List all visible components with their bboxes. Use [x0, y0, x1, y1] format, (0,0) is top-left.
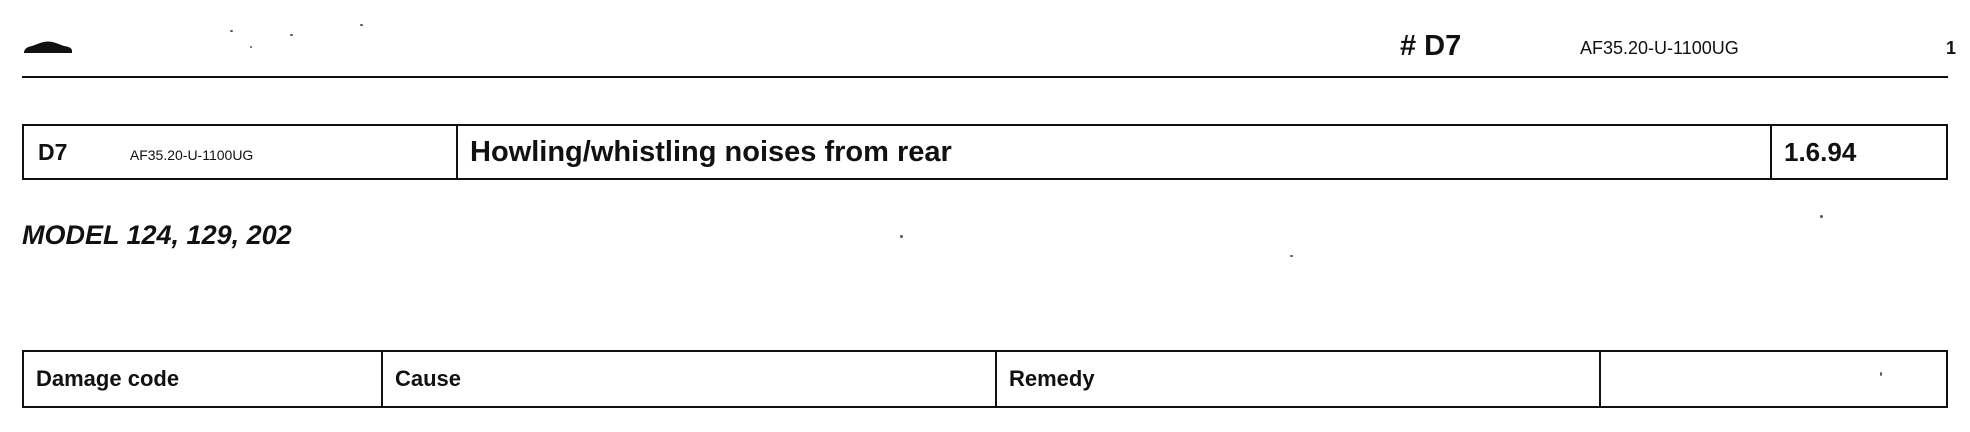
scan-speck — [1880, 372, 1882, 376]
header-divider — [22, 76, 1948, 78]
title-reference: AF35.20-U-1100UG — [129, 146, 254, 163]
scan-speck — [1820, 215, 1823, 218]
document-code: # D7 — [1400, 30, 1462, 62]
column-header-remedy: Remedy — [995, 350, 1601, 408]
scan-speck — [290, 34, 293, 36]
document-reference: AF35.20-U-1100UG — [1580, 38, 1739, 58]
scan-speck — [250, 46, 252, 48]
column-header-damage-code: Damage code — [22, 350, 383, 408]
title-code-cell: D7 AF35.20-U-1100UG — [22, 124, 458, 180]
scan-speck — [360, 24, 363, 26]
model-line: MODEL 124, 129, 202 — [22, 220, 292, 250]
page-header: # D7 AF35.20-U-1100UG 1 — [1370, 26, 1970, 66]
column-header-blank — [1599, 350, 1948, 408]
scan-speck — [1290, 255, 1293, 257]
column-header-table: Damage code Cause Remedy — [22, 350, 1948, 408]
title-code: D7 — [38, 138, 68, 165]
car-icon — [24, 41, 72, 53]
scan-speck — [230, 30, 233, 32]
page-number: 1 — [1945, 38, 1956, 58]
column-header-cause: Cause — [381, 350, 997, 408]
title-table: D7 AF35.20-U-1100UG Howling/whistling no… — [22, 124, 1948, 180]
scan-speck — [900, 235, 903, 238]
document-title: Howling/whistling noises from rear — [456, 124, 1772, 180]
document-date: 1.6.94 — [1770, 124, 1948, 180]
